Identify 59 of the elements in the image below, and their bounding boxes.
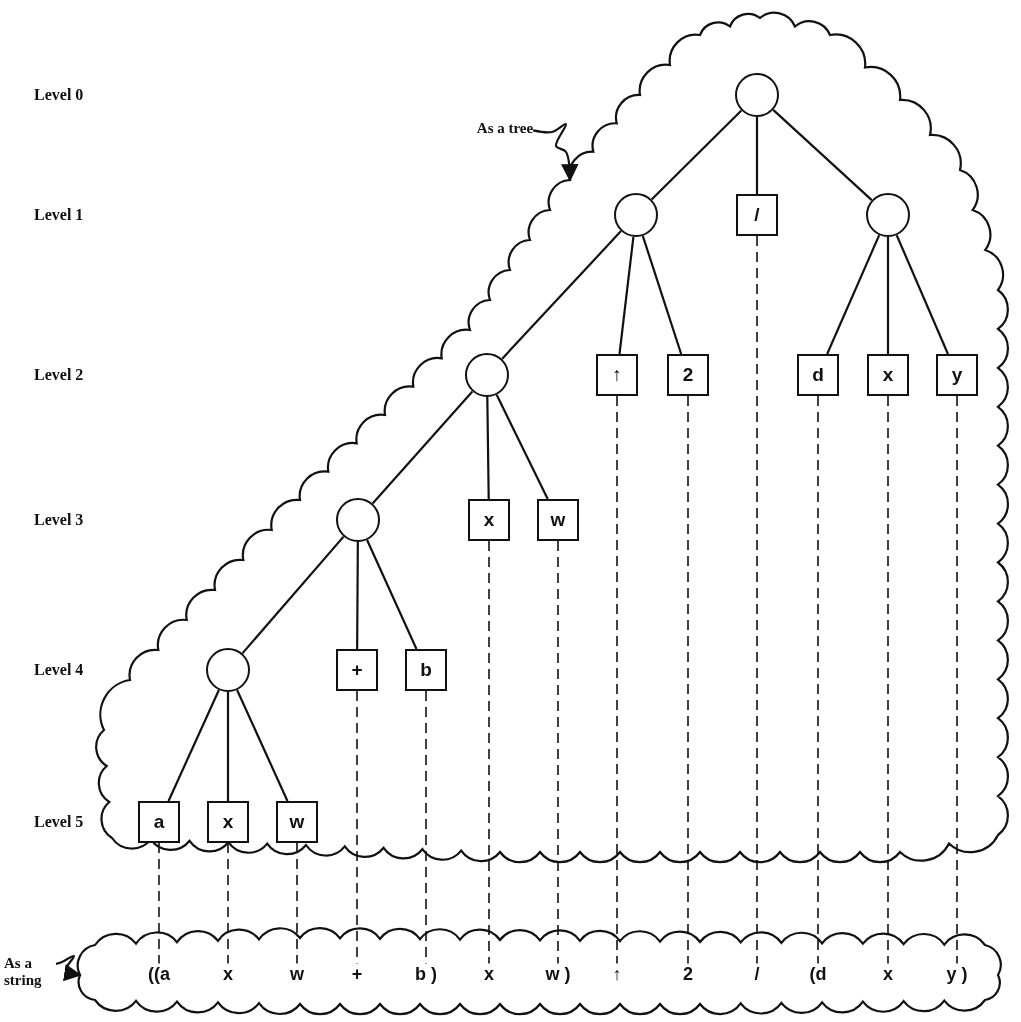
tree-branch	[366, 539, 418, 650]
tree-branch	[772, 109, 873, 201]
leaf-symbol: x	[867, 354, 909, 396]
tree-branch	[641, 235, 683, 355]
leaf-symbol: y	[936, 354, 978, 396]
level-label: Level 3	[34, 511, 84, 529]
tree-branch	[486, 397, 490, 499]
leaf-symbol: 2	[667, 354, 709, 396]
leaf-symbol: /	[736, 194, 778, 236]
leaf-symbol: b	[405, 649, 447, 691]
dashed-line	[356, 690, 358, 965]
leaf-symbol: w	[276, 801, 318, 843]
dashed-line	[296, 842, 298, 965]
leaf-symbol: d	[797, 354, 839, 396]
tree-branch	[895, 234, 949, 355]
squiggle-arrow	[533, 122, 579, 182]
level-label: Level 0	[34, 86, 84, 104]
level-label: Level 1	[34, 206, 84, 224]
tree-node-circle	[465, 353, 509, 397]
tree-node-circle	[206, 648, 250, 692]
squiggle-arrow	[55, 954, 82, 982]
dashed-line	[956, 395, 958, 965]
tree-branch	[236, 689, 289, 802]
caption-text: As a tree	[476, 119, 534, 137]
tree-node-circle	[866, 193, 910, 237]
tree-branch	[356, 542, 359, 649]
leaf-symbol: ↑	[596, 354, 638, 396]
tree-node-circle	[735, 73, 779, 117]
leaf-symbol: +	[336, 649, 378, 691]
tree-branch	[886, 237, 890, 354]
leaf-symbol: x	[468, 499, 510, 541]
tree-branch	[241, 535, 345, 655]
caption-text: As a string	[4, 955, 56, 989]
tree-branch	[826, 234, 881, 355]
dashed-line	[158, 842, 160, 965]
tree-node-circle	[336, 498, 380, 542]
dashed-line	[425, 690, 427, 965]
tree-branch	[501, 230, 622, 360]
level-label: Level 4	[34, 661, 84, 679]
level-label: Level 2	[34, 366, 84, 384]
dashed-line	[817, 395, 819, 965]
tree-branch	[371, 390, 474, 505]
level-label: Level 5	[34, 813, 84, 831]
dashed-line	[756, 235, 758, 965]
tree-node-circle	[614, 193, 658, 237]
leaf-symbol: a	[138, 801, 180, 843]
tree-branch	[618, 236, 635, 355]
leaf-symbol: w	[537, 499, 579, 541]
dashed-line	[557, 540, 559, 965]
dashed-line	[687, 395, 689, 965]
tree-branch	[495, 394, 549, 500]
tree-branch	[650, 109, 743, 201]
leaf-symbol: x	[207, 801, 249, 843]
dashed-line	[887, 395, 889, 965]
dashed-line	[488, 540, 490, 965]
tree-branch	[755, 117, 759, 194]
tree-branch	[167, 689, 220, 802]
tree-branch	[226, 692, 230, 801]
dashed-line	[616, 395, 618, 965]
